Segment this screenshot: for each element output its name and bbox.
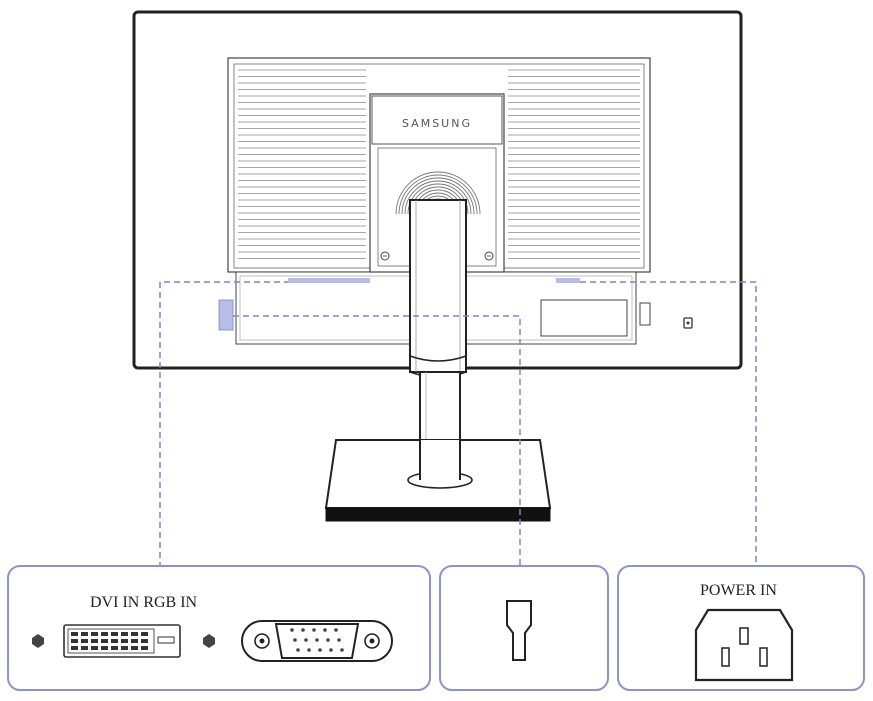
- vga-pin: [296, 648, 300, 652]
- dvi-pin: [91, 632, 98, 636]
- dvi-pin: [141, 639, 148, 643]
- video-port-highlight: [288, 278, 370, 283]
- vga-pin: [315, 638, 319, 642]
- dvi-pin: [101, 646, 108, 650]
- callout-video: [159, 281, 288, 568]
- panel-video: [7, 565, 431, 691]
- hinge-ring: [395, 171, 481, 215]
- vga-pin: [337, 638, 341, 642]
- vga-pin: [326, 638, 330, 642]
- brand-logo: SAMSUNG: [402, 117, 472, 130]
- dvi-pin: [121, 632, 128, 636]
- stand-neck: [409, 199, 467, 481]
- vga-pin: [340, 648, 344, 652]
- dvi-pin: [81, 646, 88, 650]
- dvi-pin: [131, 646, 138, 650]
- dvi-pin: [101, 639, 108, 643]
- vga-pin: [323, 628, 327, 632]
- dvi-pin: [121, 639, 128, 643]
- dvi-pin: [91, 646, 98, 650]
- dvi-pin: [131, 639, 138, 643]
- vga-pin: [301, 628, 305, 632]
- stand-base: [324, 439, 552, 522]
- connector-slot-icon: [506, 600, 532, 661]
- hinge-ring: [401, 177, 475, 215]
- callout-lines: [159, 281, 757, 568]
- screw-hole-icon: [32, 634, 44, 648]
- dvi-pin: [111, 646, 118, 650]
- vga-pin: [312, 628, 316, 632]
- vga-pin: [293, 638, 297, 642]
- dvi-pin: [141, 632, 148, 636]
- dvi-pin: [141, 646, 148, 650]
- video-input-label: DVI IN RGB IN: [90, 594, 198, 611]
- side-port-highlight: [218, 299, 234, 331]
- vga-pin: [304, 638, 308, 642]
- panel-middle: [439, 565, 609, 691]
- vga-pin: [307, 648, 311, 652]
- dvi-pin: [71, 632, 78, 636]
- vga-port-icon: [241, 620, 393, 662]
- callout-middle: [233, 315, 521, 568]
- dvi-port-icon: [63, 624, 181, 658]
- hinge-ring: [404, 180, 472, 215]
- panel-power: [617, 565, 865, 691]
- power-socket-icon: [694, 608, 794, 682]
- dvi-pin: [111, 639, 118, 643]
- dvi-pin: [71, 639, 78, 643]
- dvi-pin: [91, 639, 98, 643]
- power-input-label: POWER IN: [700, 582, 777, 599]
- screw-hole-icon-right: [203, 634, 215, 648]
- vga-pin: [334, 628, 338, 632]
- kensington-lock-icon: [683, 317, 693, 329]
- vga-pin: [290, 628, 294, 632]
- hinge-ring: [398, 174, 478, 215]
- callout-power: [580, 281, 757, 568]
- dvi-pin: [81, 632, 88, 636]
- dvi-pin: [71, 646, 78, 650]
- vga-pin: [318, 648, 322, 652]
- vga-pin: [329, 648, 333, 652]
- power-port-highlight: [556, 278, 580, 283]
- dvi-pin: [131, 632, 138, 636]
- dvi-pin: [101, 632, 108, 636]
- dvi-pin: [81, 639, 88, 643]
- dvi-pin: [121, 646, 128, 650]
- dvi-pin: [111, 632, 118, 636]
